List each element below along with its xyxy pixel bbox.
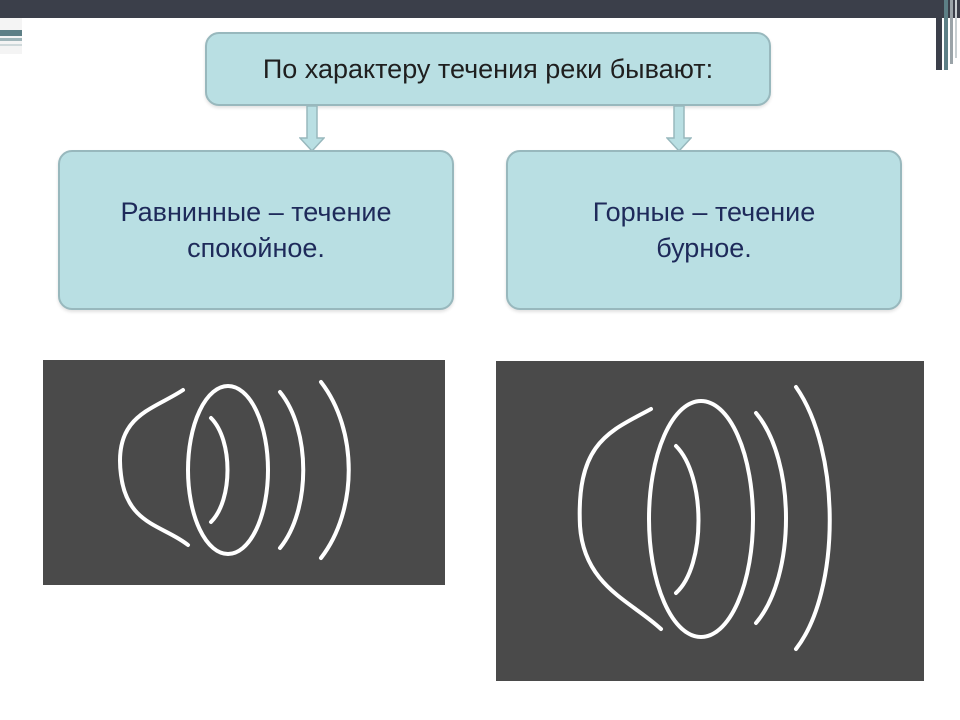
audio-player-right[interactable] xyxy=(496,361,924,681)
right-decoration-stripe xyxy=(936,0,942,70)
left-decoration-stripe xyxy=(0,44,22,46)
mountain-rivers-text: Горные – течение бурное. xyxy=(592,197,816,263)
speaker-icon[interactable] xyxy=(43,360,445,585)
plain-rivers-text: Равнинные – течение спокойное. xyxy=(120,197,392,263)
heading-text: По характеру течения реки бывают: xyxy=(262,53,714,84)
audio-player-left[interactable] xyxy=(43,360,445,585)
arrow-down-right xyxy=(666,106,692,152)
plain-rivers-box: Равнинные – течение спокойное. xyxy=(58,150,454,310)
right-decoration-stripe xyxy=(950,0,953,64)
right-decoration-stripe xyxy=(955,0,957,58)
left-decoration-stripe xyxy=(0,30,22,36)
arrow-down-left xyxy=(299,106,325,152)
top-decoration-bar xyxy=(0,0,960,18)
speaker-icon[interactable] xyxy=(496,361,924,681)
heading-box: По характеру течения реки бывают: xyxy=(205,32,771,106)
right-decoration-stripe xyxy=(944,0,948,70)
left-decoration xyxy=(0,18,22,54)
right-decoration xyxy=(936,0,960,70)
left-decoration-stripe xyxy=(0,38,22,41)
mountain-rivers-box: Горные – течение бурное. xyxy=(506,150,902,310)
